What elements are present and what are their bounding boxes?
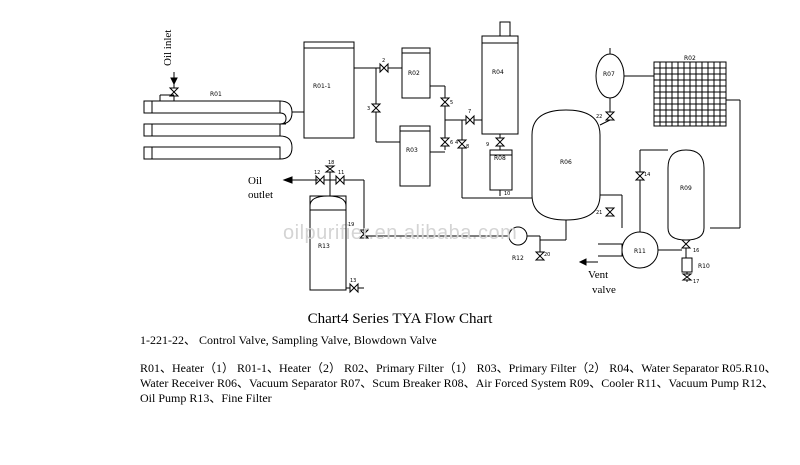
- cooler-r09: [667, 149, 705, 241]
- outlet-arrow-icon: [282, 176, 293, 184]
- valve-13-icon: [349, 282, 359, 294]
- valve-14-icon: [634, 171, 646, 181]
- valve-num-6: 6: [450, 140, 453, 146]
- label-r08: R08: [494, 155, 506, 162]
- valve-11-icon: [335, 174, 345, 186]
- cooler-grid-r02: [653, 61, 727, 127]
- label-r03: R03: [406, 147, 418, 154]
- watermark: oilpurifier.en.alibaba.com: [283, 222, 518, 244]
- valve-num-3: 3: [367, 106, 370, 112]
- valve-12-icon: [315, 174, 325, 186]
- valve-6-icon: [439, 137, 451, 147]
- fine-filter-r13: [309, 195, 347, 291]
- valve-17-icon: [681, 273, 693, 281]
- label-r12: R12: [512, 255, 524, 262]
- valve-3-icon: [370, 103, 382, 113]
- vent-arrow-icon: [578, 258, 587, 266]
- valve-num-21: 21: [596, 210, 602, 216]
- valve-num-2: 2: [382, 58, 385, 64]
- primary-filter-r03: [399, 125, 431, 187]
- inlet-arrow-icon: [170, 77, 178, 86]
- valve-15-icon: [680, 239, 692, 249]
- valve-num-11: 11: [338, 170, 344, 176]
- label-r01-1: R01-1: [313, 83, 331, 90]
- valve-20-icon: [534, 251, 546, 261]
- valve-1-icon: [168, 87, 180, 97]
- label-r11: R11: [634, 248, 646, 255]
- label-r10: R10: [698, 263, 710, 270]
- valve-num-9: 9: [486, 142, 489, 148]
- heater-r01-1: [303, 41, 355, 139]
- valve-num-14: 14: [644, 172, 650, 178]
- oil-outlet-label-line1: Oil: [248, 175, 262, 187]
- valve-7-icon: [465, 114, 475, 126]
- valve-8-icon: [456, 139, 468, 149]
- air-forced-system-r08: [489, 149, 513, 191]
- valve-num-8: 8: [466, 144, 469, 150]
- valve-num-10: 10: [504, 191, 510, 197]
- valve-num-12: 12: [314, 170, 320, 176]
- label-r02: R02: [408, 70, 420, 77]
- valve-num-17: 17: [693, 279, 699, 285]
- valve-9-icon: [494, 137, 506, 147]
- legend-equipment: R01、Heater（1） R01-1、Heater（2） R02、Primar…: [140, 361, 777, 405]
- label-r01: R01: [210, 91, 222, 98]
- valve-num-7: 7: [468, 109, 471, 115]
- water-receiver-r10: [681, 257, 693, 273]
- valve-21-icon: [604, 207, 616, 217]
- water-separator-r04: [481, 35, 519, 135]
- valve-num-16: 16: [693, 248, 699, 254]
- valve-5-icon: [439, 97, 451, 107]
- valve-num-19: 19: [348, 222, 354, 228]
- label-r13: R13: [318, 243, 330, 250]
- valve-2-icon: [379, 62, 389, 74]
- primary-filter-r02: [401, 47, 431, 99]
- label-r06: R06: [560, 159, 572, 166]
- heater-r01: [143, 94, 293, 160]
- vent-label-line1: Vent: [588, 269, 608, 281]
- valve-num-18: 18: [328, 160, 334, 166]
- valve-18-icon: [324, 165, 336, 173]
- valve-num-13: 13: [350, 278, 356, 284]
- valve-num-22: 22: [596, 114, 602, 120]
- legend-valves: 1-221-22、 Control Valve, Sampling Valve,…: [140, 333, 437, 347]
- label-r04: R04: [492, 69, 504, 76]
- oil-inlet-label: Oil inlet: [162, 30, 174, 66]
- label-r09: R09: [680, 185, 692, 192]
- chart-title: Chart4 Series TYA Flow Chart: [307, 311, 493, 327]
- valve-num-20: 20: [544, 252, 550, 258]
- label-r07: R07: [603, 71, 615, 78]
- valve-22-icon: [604, 111, 616, 121]
- valve-num-5: 5: [450, 100, 453, 106]
- vent-label-line2: valve: [592, 284, 616, 296]
- oil-outlet-label-line2: outlet: [248, 189, 273, 201]
- label-r02-cooler: R02: [684, 55, 696, 62]
- valve-num-4: 4: [455, 140, 458, 146]
